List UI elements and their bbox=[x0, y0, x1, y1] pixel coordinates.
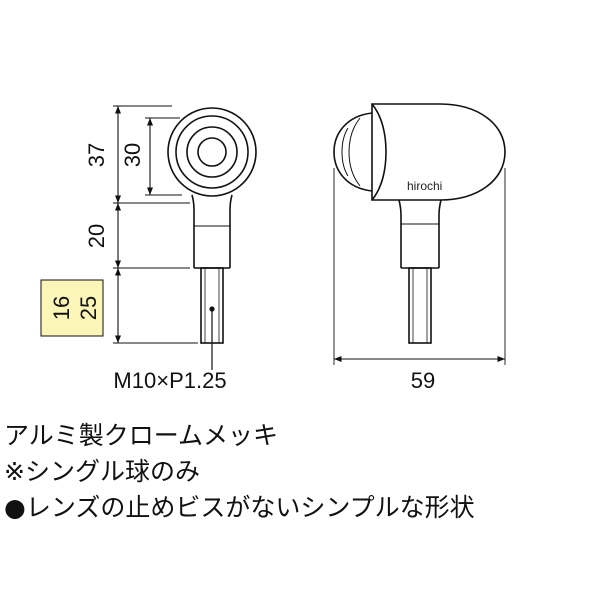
bolt-length-highlight-box bbox=[40, 279, 104, 337]
watermark: hirochi bbox=[407, 179, 442, 193]
note-bulb: ※シングル球のみ bbox=[4, 457, 200, 486]
product-notes: アルミ製クロームメッキ ※シングル球のみ ●レンズの止めビスがないシンプルな形状 bbox=[4, 418, 596, 526]
head-outer-circle bbox=[167, 107, 257, 197]
dim-label-30: 30 bbox=[120, 143, 145, 167]
body-outline bbox=[371, 103, 506, 201]
note-shape: ●レンズの止めビスがないシンプルな形状 bbox=[4, 493, 475, 522]
side-neck-outline bbox=[398, 199, 442, 268]
head-ring-circle bbox=[175, 115, 249, 189]
dim-label-59: 59 bbox=[411, 368, 435, 393]
side-view bbox=[333, 103, 506, 344]
dim-label-25: 25 bbox=[76, 296, 101, 320]
front-view bbox=[167, 107, 257, 344]
dim-label-16: 16 bbox=[49, 296, 74, 320]
dim-label-37: 37 bbox=[84, 143, 109, 167]
neck-outline bbox=[191, 194, 233, 268]
side-bolt-outline bbox=[408, 267, 432, 344]
note-material: アルミ製クロームメッキ bbox=[4, 421, 279, 450]
lens-inner-circle bbox=[197, 137, 227, 167]
lens-outer-circle bbox=[186, 126, 238, 178]
lens-dome bbox=[333, 112, 373, 192]
thread-spec-label: M10×P1.25 bbox=[113, 368, 226, 393]
dim-label-20: 20 bbox=[84, 224, 109, 248]
front-rim bbox=[371, 103, 387, 201]
